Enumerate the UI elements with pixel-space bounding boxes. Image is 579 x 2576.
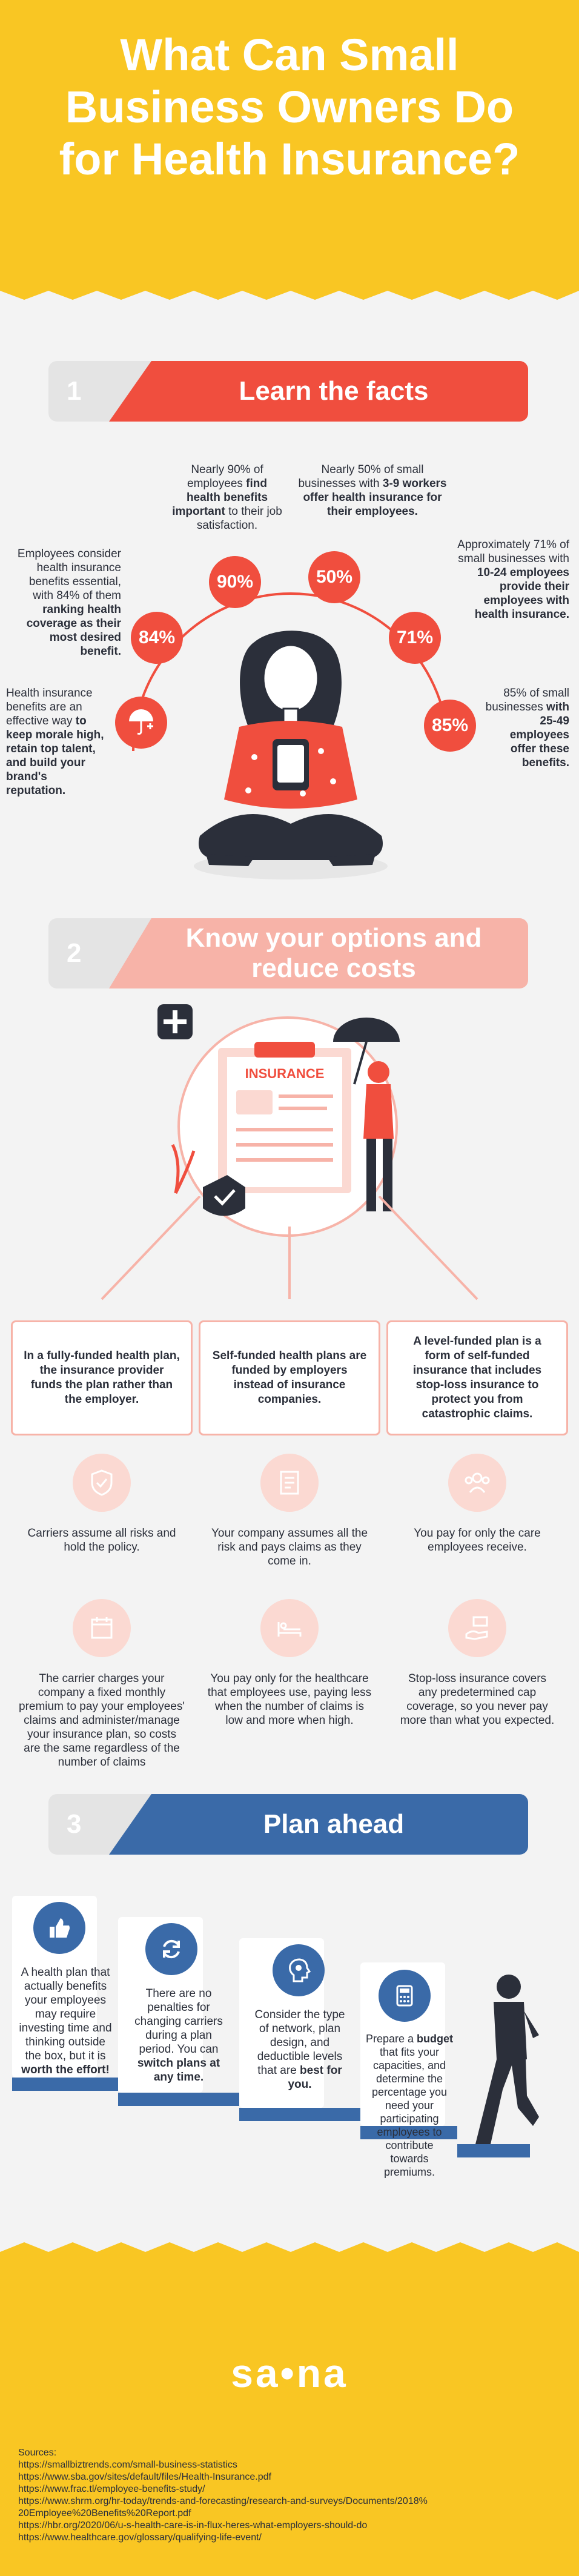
stair-step-4	[360, 2126, 457, 2139]
self-funded-box: Self-funded health plans are funded by e…	[199, 1320, 380, 1435]
section-1-banner: 1 Learn the facts	[48, 361, 528, 422]
money-hand-icon	[448, 1599, 506, 1657]
source-link[interactable]: https://hbr.org/2020/06/u-s-health-care-…	[18, 2520, 368, 2531]
stat-50-text: Nearly 50% of small businesses with 3-9 …	[298, 463, 447, 518]
section-2-banner: 2 Know your options and reduce costs	[48, 918, 528, 988]
claim-form-icon	[260, 1454, 319, 1512]
fully-funded-point1: Carriers assume all risks and hold the p…	[27, 1527, 176, 1554]
gear-head-icon	[273, 1944, 325, 1996]
umbrella-plus-icon	[115, 697, 167, 749]
thumbs-up-icon	[33, 1902, 85, 1954]
shield-check-icon	[73, 1454, 131, 1512]
stat-71-text: Approximately 71% of small businesses wi…	[457, 538, 569, 621]
climbing-man-illustration	[475, 1975, 539, 2144]
plan-text-2: There are no penalties for changing carr…	[134, 1987, 223, 2084]
level-funded-point2: Stop-loss insurance covers any predeterm…	[400, 1672, 555, 1727]
insurance-clipboard-illustration: INSURANCE	[157, 1004, 400, 1237]
calendar-icon	[73, 1599, 131, 1657]
stat-50-circle: 50%	[308, 551, 360, 603]
fully-funded-box: In a fully-funded health plan, the insur…	[11, 1320, 193, 1435]
hospital-bed-icon	[260, 1599, 319, 1657]
benefit-text: Health insurance benefits are an effecti…	[6, 687, 104, 797]
source-link[interactable]: https://www.sba.gov/sites/default/files/…	[18, 2472, 271, 2482]
section-3-banner: 3 Plan ahead	[48, 1794, 528, 1855]
footer-band	[0, 2253, 579, 2576]
self-funded-point1: Your company assumes all the risk and pa…	[211, 1527, 368, 1568]
stat-71-circle: 71%	[389, 612, 441, 664]
plan-text-1: A health plan that actually benefits you…	[19, 1966, 112, 2076]
svg-text:INSURANCE: INSURANCE	[245, 1066, 325, 1081]
people-group-icon	[448, 1454, 506, 1512]
section-1-fill	[109, 361, 528, 422]
stair-step-2	[118, 2093, 239, 2106]
page-title: What Can Small Business Owners Do for He…	[59, 30, 520, 184]
source-link[interactable]: 20Employee%20Benefits%20Report.pdf	[18, 2508, 191, 2518]
stat-90-text: Nearly 90% of employees find health bene…	[172, 463, 282, 532]
refresh-icon	[145, 1923, 197, 1975]
stair-step-5	[457, 2144, 530, 2157]
stat-90-circle: 90%	[209, 556, 261, 608]
stat-84-text: Employees consider health insurance bene…	[17, 548, 121, 658]
header-zigzag	[0, 285, 579, 300]
stat-84-circle: 84%	[131, 612, 183, 664]
header-band	[0, 0, 579, 285]
section-2-title: Know your options and reduce costs	[185, 923, 482, 983]
stat-85-circle: 85%	[424, 700, 476, 752]
stat-85-text: 85% of small businesses with 25-49 emplo…	[485, 687, 569, 769]
sources-list: Sources: https://smallbiztrends.com/smal…	[18, 2447, 563, 2544]
sources-label: Sources:	[18, 2448, 57, 2458]
fully-funded-point2: The carrier charges your company a fixed…	[19, 1672, 185, 1769]
section-3-title: Plan ahead	[263, 1809, 405, 1839]
section-2-fill	[109, 918, 528, 988]
level-funded-box: A level-funded plan is a form of self-fu…	[386, 1320, 568, 1435]
stats-arc	[132, 592, 449, 752]
section-1-title: Learn the facts	[239, 376, 429, 406]
source-link[interactable]: https://www.shrm.org/hr-today/trends-and…	[18, 2496, 428, 2506]
self-funded-point2: You pay only for the healthcare that emp…	[207, 1672, 372, 1727]
sana-logo: sa•na	[231, 2351, 348, 2396]
stair-step-3	[239, 2108, 360, 2121]
calculator-icon	[379, 1970, 431, 2022]
section-3-fill	[109, 1794, 528, 1855]
source-link[interactable]: https://smallbiztrends.com/small-busines…	[18, 2460, 237, 2470]
source-link[interactable]: https://www.frac.tl/employee-benefits-st…	[18, 2484, 205, 2494]
plan-text-4: Prepare a budget that fits your capaciti…	[365, 2033, 454, 2178]
stair-step-1	[12, 2078, 118, 2091]
plan-text-3: Consider the type of network, plan desig…	[254, 2008, 345, 2091]
level-funded-point1: You pay for only the care employees rece…	[414, 1527, 541, 1554]
source-link[interactable]: https://www.healthcare.gov/glossary/qual…	[18, 2532, 262, 2543]
woman-with-phone-illustration	[194, 631, 388, 879]
options-connector	[101, 1196, 478, 1300]
